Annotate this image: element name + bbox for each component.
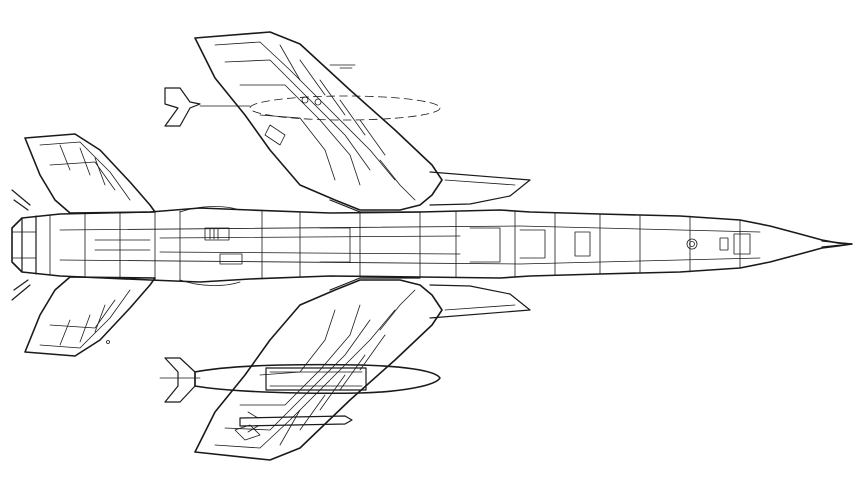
wing-missile [239, 411, 353, 433]
upper-store-phantom [164, 87, 441, 127]
upper-stabilizer [24, 133, 156, 214]
drop-tank [159, 357, 441, 403]
fuselage [11, 206, 853, 286]
wing-root-fairings [429, 171, 531, 319]
exhaust-lines [11, 189, 31, 301]
lower-wing [194, 277, 443, 461]
upper-wing [194, 31, 443, 213]
lower-stabilizer [24, 276, 156, 357]
